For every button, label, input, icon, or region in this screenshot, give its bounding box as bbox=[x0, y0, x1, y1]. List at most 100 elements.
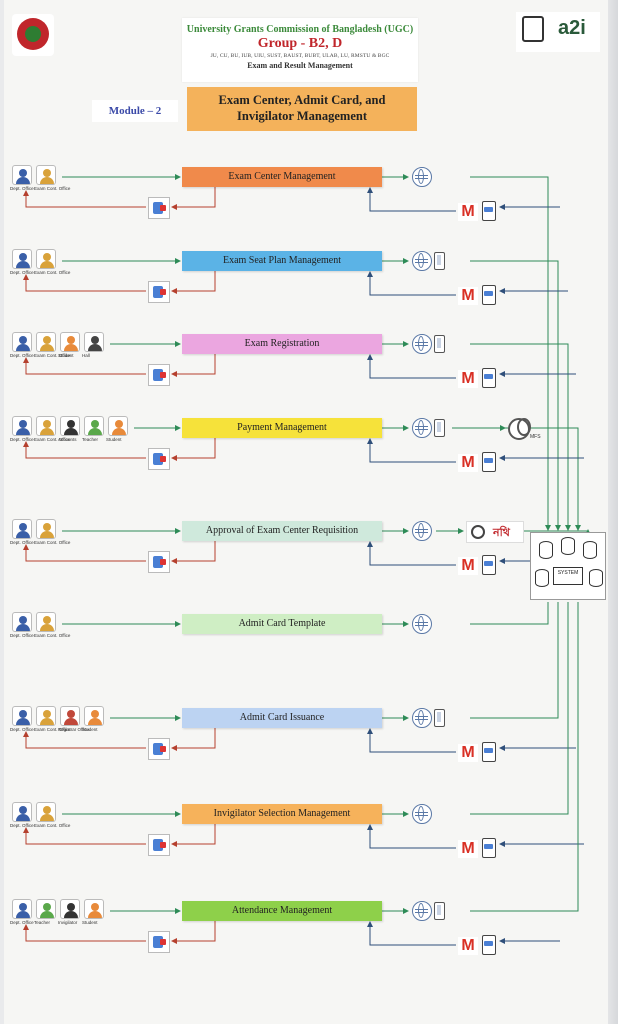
flow-line bbox=[470, 343, 571, 531]
gmail-icon: M bbox=[458, 203, 478, 221]
actor-label: Dept. Office bbox=[10, 727, 34, 732]
flow-line bbox=[470, 427, 581, 531]
flow-line bbox=[23, 190, 146, 208]
person-body-icon bbox=[64, 718, 78, 725]
person-head-icon bbox=[43, 169, 51, 177]
database-icon bbox=[583, 541, 597, 559]
sms-icon bbox=[482, 935, 496, 955]
flow-line bbox=[171, 187, 216, 210]
actor-avatar bbox=[84, 899, 104, 919]
person-body-icon bbox=[16, 624, 30, 631]
flow-line bbox=[367, 541, 456, 566]
web-globe-icon bbox=[412, 334, 432, 354]
actor-label: Student bbox=[82, 920, 98, 925]
database-icon bbox=[539, 541, 553, 559]
actor-avatar bbox=[12, 706, 32, 726]
person-body-icon bbox=[16, 911, 30, 918]
module-title-line2: Invigilator Management bbox=[237, 109, 367, 123]
mobile-app-icon bbox=[434, 252, 445, 270]
flow-line bbox=[470, 602, 579, 912]
person-head-icon bbox=[67, 336, 75, 344]
actor-avatar bbox=[12, 899, 32, 919]
person-head-icon bbox=[67, 710, 75, 718]
person-head-icon bbox=[43, 903, 51, 911]
actor-label: Dept. Office bbox=[10, 437, 34, 442]
person-head-icon bbox=[91, 903, 99, 911]
person-body-icon bbox=[64, 911, 78, 918]
actor-avatar bbox=[36, 802, 56, 822]
actor-label: Dept. Office bbox=[10, 823, 34, 828]
flow-line bbox=[470, 176, 551, 531]
actor-label: Student bbox=[106, 437, 122, 442]
actor-label: Exam Cont. Office bbox=[34, 437, 71, 442]
person-body-icon bbox=[40, 261, 54, 268]
person-head-icon bbox=[19, 523, 27, 531]
header-org: University Grants Commission of Banglade… bbox=[186, 24, 414, 35]
document-icon bbox=[148, 364, 170, 386]
actor-label: Student bbox=[58, 353, 74, 358]
document-icon bbox=[148, 551, 170, 573]
actor-label: Exam Cont. Office bbox=[34, 727, 71, 732]
module-label: Module – 2 bbox=[92, 100, 178, 122]
actor-avatar bbox=[12, 249, 32, 269]
person-head-icon bbox=[19, 169, 27, 177]
person-head-icon bbox=[43, 806, 51, 814]
gmail-icon: M bbox=[458, 937, 478, 955]
document-icon bbox=[148, 931, 170, 953]
actor-label: Exam Cont. Office bbox=[34, 823, 71, 828]
header-group: Group - B2, D bbox=[257, 36, 343, 51]
person-head-icon bbox=[67, 903, 75, 911]
flow-line bbox=[171, 824, 216, 847]
actor-label: Exam Cont. Office bbox=[34, 270, 71, 275]
nothi-ring-icon bbox=[471, 525, 485, 539]
flow-line bbox=[23, 827, 146, 845]
actor-avatar bbox=[36, 249, 56, 269]
person-body-icon bbox=[40, 718, 54, 725]
sms-icon bbox=[482, 452, 496, 472]
document-icon bbox=[148, 738, 170, 760]
gmail-icon: M bbox=[458, 454, 478, 472]
actor-avatar bbox=[60, 416, 80, 436]
person-head-icon bbox=[43, 523, 51, 531]
person-body-icon bbox=[16, 177, 30, 184]
module-title: Exam Center, Admit Card, and Invigilator… bbox=[187, 87, 417, 131]
gmail-icon: M bbox=[458, 287, 478, 305]
person-body-icon bbox=[88, 911, 102, 918]
web-globe-icon bbox=[412, 521, 432, 541]
actor-label: Teacher bbox=[34, 920, 51, 925]
actor-label: Dept. Office bbox=[10, 633, 34, 638]
person-body-icon bbox=[112, 428, 126, 435]
system-label: SYSTEM bbox=[557, 570, 579, 576]
flow-line bbox=[23, 357, 146, 375]
poster-edge bbox=[608, 0, 618, 1024]
web-globe-icon bbox=[412, 614, 432, 634]
lane-bar: Approval of Exam Center Requisition bbox=[182, 521, 382, 541]
actor-avatar bbox=[84, 706, 104, 726]
actor-label: Invigilator bbox=[58, 920, 78, 925]
person-body-icon bbox=[16, 531, 30, 538]
person-body-icon bbox=[16, 718, 30, 725]
database-icon bbox=[561, 537, 575, 555]
person-head-icon bbox=[19, 616, 27, 624]
lane-bar: Exam Seat Plan Management bbox=[182, 251, 382, 271]
sms-icon bbox=[482, 201, 496, 221]
flow-line bbox=[367, 187, 456, 212]
actor-label: Dept. Office bbox=[10, 540, 34, 545]
database-icon bbox=[535, 569, 549, 587]
actor-label: Accounts bbox=[58, 437, 77, 442]
actor-avatar bbox=[36, 416, 56, 436]
person-head-icon bbox=[91, 710, 99, 718]
person-head-icon bbox=[43, 616, 51, 624]
sms-icon bbox=[482, 838, 496, 858]
monitor-icon bbox=[553, 567, 583, 585]
flow-line bbox=[367, 438, 456, 463]
person-head-icon bbox=[115, 420, 123, 428]
lane-bar: Payment Management bbox=[182, 418, 382, 438]
person-head-icon bbox=[67, 420, 75, 428]
actor-avatar bbox=[36, 332, 56, 352]
flow-line bbox=[23, 924, 146, 942]
lane-bar: Invigilator Selection Management bbox=[182, 804, 382, 824]
actor-avatar bbox=[36, 706, 56, 726]
person-body-icon bbox=[40, 428, 54, 435]
